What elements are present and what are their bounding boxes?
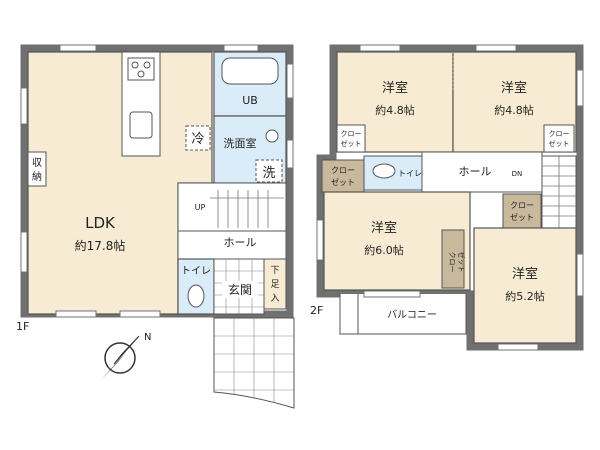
room-se-title: 洋室 — [512, 266, 538, 282]
room-se-size: 約5.2帖 — [505, 289, 545, 303]
storage-space — [27, 151, 47, 187]
closet-ne-label-1: クロー — [549, 130, 570, 138]
shoe-storage-label-2: 足 — [270, 279, 279, 290]
closet-w — [321, 159, 365, 193]
closet-e-label-2: ゼット — [510, 212, 534, 222]
toilet-bowl-icon — [372, 163, 396, 179]
storage-label-2: 納 — [32, 170, 42, 183]
closet-w-label-1: クロー — [331, 166, 355, 175]
toilet-2f-label: トイレ — [398, 169, 422, 178]
room-ne-title: 洋室 — [501, 80, 527, 96]
closet-nw-label-2: ゼット — [341, 139, 362, 148]
washbasin-icon — [265, 129, 279, 143]
entrance-label-bg — [222, 281, 258, 298]
closet-v — [441, 229, 465, 289]
compass-needle-icon — [101, 352, 126, 380]
ldk-title: LDK — [85, 214, 116, 232]
hall-label: ホール — [224, 236, 257, 249]
hall-2f — [421, 151, 543, 193]
closet-nw-label-1: クロー — [341, 130, 362, 138]
closet-ne — [543, 124, 575, 153]
closet-e-label-1: クロー — [510, 201, 534, 210]
floor1-label: 1F — [16, 320, 29, 333]
bathtub-icon — [221, 57, 279, 85]
toilet-bowl-icon — [187, 284, 205, 308]
fridge-space — [185, 125, 211, 151]
floor2-windows — [316, 44, 584, 351]
shoe-storage — [263, 258, 287, 310]
compass-north-label: N — [144, 332, 151, 343]
washer-label: 洗 — [262, 166, 275, 181]
burner-icon — [131, 61, 139, 69]
bath-label: UB — [242, 94, 258, 107]
burner-icon — [137, 70, 145, 78]
hall-area — [177, 230, 287, 260]
shoe-storage-label-1: 下 — [270, 266, 279, 276]
room-ne-size: 約4.8帖 — [494, 103, 534, 117]
floor2-label: 2F — [310, 304, 323, 317]
floor-2: 洋室 約4.8帖 洋室 約4.8帖 クロー ゼット クロー ゼット クロー ゼッ… — [310, 44, 584, 351]
room-se — [473, 227, 577, 344]
washer-space — [255, 159, 283, 183]
closet-nw — [336, 124, 366, 153]
sink-icon — [129, 111, 153, 139]
stairs-down-label: DN — [512, 170, 523, 178]
stove-icon — [127, 57, 155, 81]
storage-label-1: 収 — [32, 157, 42, 169]
compass: N — [101, 332, 151, 380]
closet-e — [502, 193, 542, 229]
washroom-label: 洗面室 — [224, 136, 257, 150]
porch-tiles — [214, 318, 294, 403]
fridge-label: 冷 — [191, 132, 204, 147]
ldk-size: 約17.8帖 — [75, 238, 126, 253]
room-nw-size: 約4.8帖 — [375, 103, 415, 117]
room-w-size: 約6.0帖 — [364, 243, 404, 257]
floor1-windows — [20, 44, 294, 318]
shoe-storage-label-3: 入 — [270, 293, 279, 304]
stair-treads-2f — [542, 156, 576, 228]
burner-icon — [143, 61, 151, 69]
hall-2f-label: ホール — [459, 165, 492, 178]
room-nw-title: 洋室 — [382, 80, 408, 96]
closet-v-label-1: クロー — [448, 252, 456, 273]
closet-w-label-2: ゼット — [331, 177, 355, 187]
floor-1: 冷 収 納 LDK 約17.8帖 UB 洗面室 洗 UP ホール トイレ — [16, 44, 295, 409]
stairs-up-label: UP — [195, 203, 206, 212]
room-w-title: 洋室 — [371, 220, 397, 236]
balcony-label: バルコニー — [387, 309, 437, 321]
stair-treads — [210, 190, 284, 228]
entrance-label: 玄関 — [228, 282, 252, 297]
toilet-label: トイレ — [181, 266, 211, 277]
closet-ne-label-2: ゼット — [549, 139, 570, 148]
closet-v-label-2: ゼット — [457, 252, 466, 273]
compass-needle-icon — [113, 335, 140, 365]
balcony — [339, 294, 467, 335]
